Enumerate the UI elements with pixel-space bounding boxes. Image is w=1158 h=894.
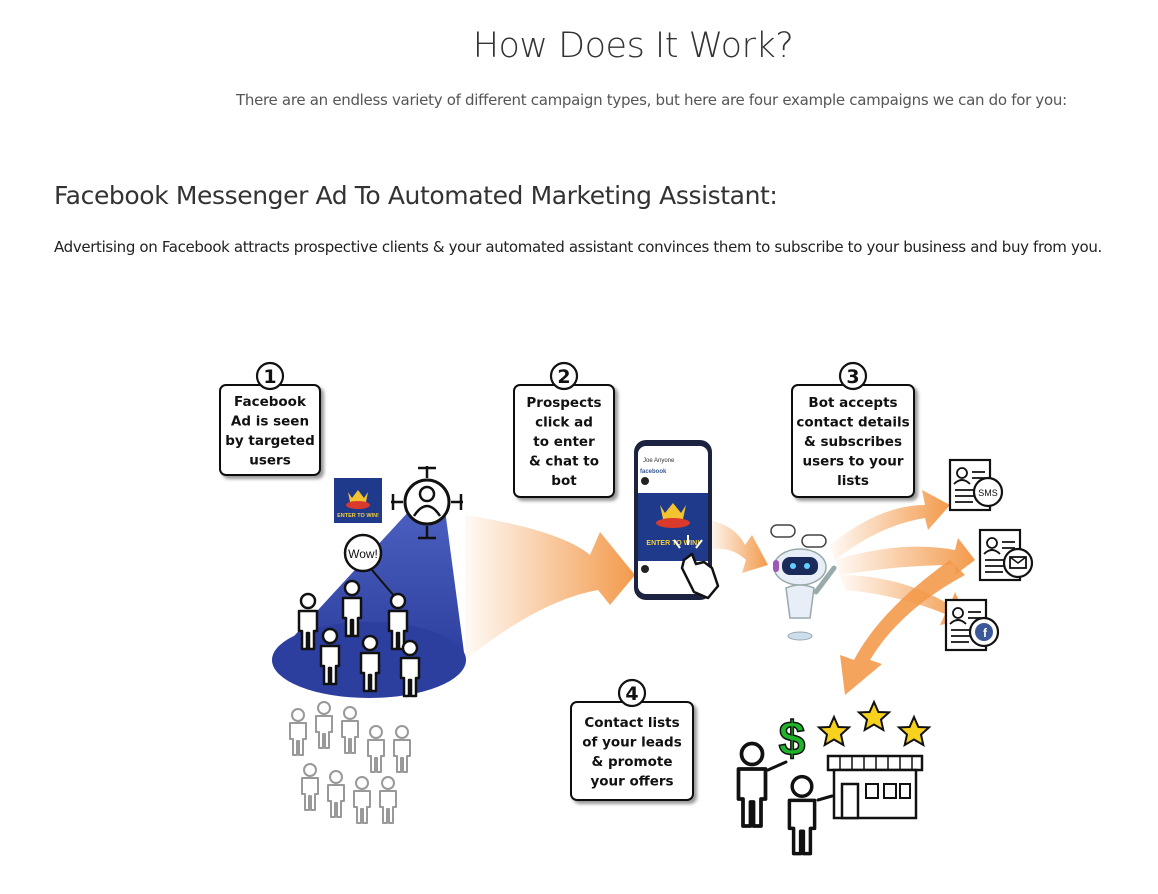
- step-number: 3: [846, 366, 859, 388]
- step-text-line: & chat to: [529, 454, 599, 470]
- svg-text:f: f: [983, 626, 988, 640]
- section-heading: Facebook Messenger Ad To Automated Marke…: [54, 181, 778, 210]
- page-subtitle: There are an endless variety of differen…: [236, 91, 1067, 109]
- customers-icon: [736, 741, 834, 856]
- untargeted-users: [289, 701, 411, 824]
- pointing-hand-icon: [673, 535, 720, 600]
- step-number-badge: [549, 361, 579, 391]
- step-text-line: contact details: [796, 415, 909, 431]
- step-number: 4: [625, 683, 638, 705]
- svg-text:Joe Anyone: Joe Anyone: [643, 458, 675, 464]
- step-number: 2: [557, 366, 570, 388]
- dollar-icon: $: [779, 713, 806, 766]
- step-text-line: by targeted: [225, 433, 314, 449]
- target-user-icon: [391, 466, 463, 540]
- step-text-line: users: [249, 452, 291, 468]
- svg-text:Wow!: Wow!: [348, 547, 378, 561]
- step-text-line: users to your: [803, 454, 904, 470]
- step-number-badge: [617, 678, 647, 708]
- arrow-to-bot: [708, 520, 768, 573]
- store-icon: [826, 754, 924, 820]
- step-text-line: to enter: [533, 434, 595, 450]
- step-number-badge: [838, 361, 868, 391]
- svg-text:ENTER TO WIN!: ENTER TO WIN!: [646, 540, 699, 547]
- step-text-line: Ad is seen: [231, 413, 309, 429]
- rating-stars: [818, 701, 930, 746]
- step-text-line: Prospects: [526, 395, 601, 411]
- arrow-to-phone: [465, 515, 635, 660]
- step-text-line: Contact lists: [584, 715, 679, 731]
- chatbot-robot-icon: [770, 524, 837, 641]
- step-text-line: Bot accepts: [808, 395, 897, 411]
- svg-text:SMS: SMS: [978, 488, 998, 498]
- arrow-to-email-list: [835, 538, 975, 575]
- step-text-line: & promote: [591, 754, 672, 770]
- step-text-line: your offers: [590, 773, 673, 789]
- section-description: Advertising on Facebook attracts prospec…: [54, 238, 1102, 256]
- step-text-line: click ad: [535, 415, 593, 431]
- email-contact-list-icon: [978, 528, 1034, 582]
- step-number: 1: [263, 366, 276, 388]
- step-text-line: & subscribes: [804, 434, 902, 450]
- step-text-line: lists: [837, 473, 869, 489]
- ad-thumbnail: ENTER TO WIN!: [334, 478, 382, 523]
- svg-text:facebook: facebook: [640, 469, 667, 475]
- step-text-line: Facebook: [234, 394, 307, 410]
- wow-speech-bubble: Wow!: [343, 533, 396, 598]
- step-number-badge: [255, 361, 285, 391]
- targeting-cone: [272, 510, 465, 660]
- page-title: How Does It Work?: [472, 26, 794, 66]
- svg-text:ENTER TO WIN!: ENTER TO WIN!: [337, 513, 379, 519]
- arrow-to-sms-list: [830, 490, 950, 560]
- sms-contact-list-icon: SMS: [948, 458, 1004, 512]
- arrow-to-offers: [840, 560, 965, 695]
- step-text-line: of your leads: [582, 734, 681, 750]
- step-text-line: bot: [551, 473, 577, 489]
- facebook-contact-list-icon: f: [944, 598, 1000, 652]
